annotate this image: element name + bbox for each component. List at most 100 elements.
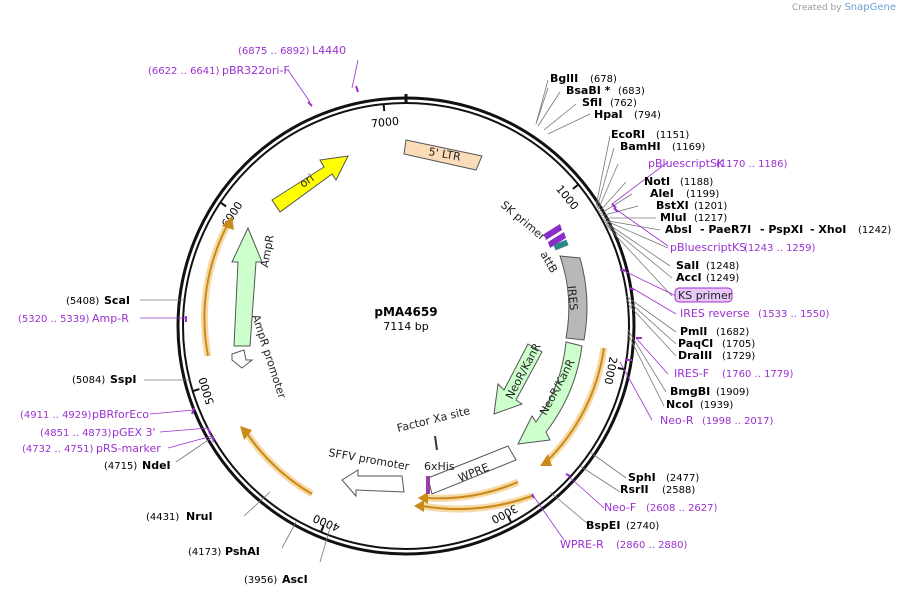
site-bstxi[interactable]: BstXI — [656, 199, 689, 212]
site-nrui-pos: (4431) — [146, 512, 179, 523]
tick-label-1000: 1000 — [553, 183, 581, 213]
site-alei-pos: (1199) — [686, 189, 719, 200]
feature-neor-2[interactable] — [517, 341, 583, 445]
site-nrui[interactable]: NruI — [186, 510, 213, 523]
tick-mark-6000 — [219, 201, 227, 208]
feature-5-ltr[interactable] — [403, 139, 483, 171]
snapgene-credit: Created by SnapGene — [792, 2, 896, 13]
site-pspxi[interactable]: - PspXI — [760, 223, 803, 236]
orf-arrow-5 — [200, 222, 232, 357]
primer-prs-marker[interactable]: pRS-marker — [96, 442, 161, 455]
primer-leader-lines — [140, 59, 677, 541]
site-acci[interactable]: AccI — [676, 271, 702, 284]
site-sfii-pos: (762) — [610, 98, 637, 109]
snapgene-logo: SnapGene — [844, 2, 896, 13]
site-ncoi-pos: (1939) — [700, 400, 733, 411]
site-bspei-pos: (2740) — [626, 521, 659, 532]
feature-ires[interactable] — [559, 255, 588, 341]
site-scai-pos: (5408) — [66, 296, 99, 307]
feature-ori[interactable] — [271, 155, 349, 213]
feature-factor-xa[interactable] — [434, 435, 438, 451]
site-mlui-pos: (1217) — [694, 213, 727, 224]
orf-arrow-5-head — [222, 216, 234, 230]
site-pmli[interactable]: PmlI — [680, 325, 707, 338]
site-bamhi[interactable]: BamHI — [620, 140, 661, 153]
tick-mark-7000 — [382, 104, 386, 112]
site-bmgbi[interactable]: BmgBI — [670, 385, 710, 398]
site-hpai[interactable]: HpaI — [594, 108, 623, 121]
site-rsrii[interactable]: RsrII — [620, 483, 649, 496]
feature-ampr[interactable] — [231, 226, 263, 347]
primer-pbluescriptks[interactable]: pBluescriptKS — [670, 241, 746, 254]
site-bsabi[interactable]: BsaBI * — [566, 84, 611, 97]
site-paqci[interactable]: PaqCI — [678, 337, 713, 350]
primer-ires-reverse[interactable]: IRES reverse — [680, 307, 750, 320]
site-draiii-pos: (1729) — [722, 351, 755, 362]
feature-sk-primer-2[interactable] — [548, 232, 566, 248]
primer-pgex3[interactable]: pGEX 3' — [112, 426, 156, 439]
site-ecori[interactable]: EcoRI — [611, 128, 645, 141]
site-sspi-pos: (5084) — [72, 375, 105, 386]
site-bstxi-pos: (1201) — [694, 201, 727, 212]
site-sfii[interactable]: SfiI — [582, 96, 602, 109]
site-sali[interactable]: SalI — [676, 259, 699, 272]
primer-neo-r[interactable]: Neo-R — [660, 414, 694, 427]
site-bspei[interactable]: BspEI — [586, 519, 620, 532]
site-mlui[interactable]: MluI — [660, 211, 687, 224]
primer-ks-box[interactable] — [674, 287, 733, 303]
site-noti-pos: (1188) — [680, 177, 713, 188]
site-asci[interactable]: AscI — [282, 573, 308, 586]
site-bamhi-pos: (1169) — [672, 142, 705, 153]
site-paer7i[interactable]: - PaeR7I — [700, 223, 751, 236]
feature-sk-primer[interactable] — [544, 224, 562, 240]
feature-ampr-promoter-label: AmpR promoter — [249, 313, 289, 401]
site-scai[interactable]: ScaI — [104, 294, 130, 307]
primer-pbr322ori-f[interactable]: pBR322ori-F — [222, 64, 290, 77]
primer-ires-f[interactable]: IRES-F — [674, 367, 709, 380]
primer-pbluescriptks-pos: (1243 .. 1259) — [744, 243, 816, 254]
primer-pbrforeco[interactable]: pBRforEco — [92, 408, 149, 421]
primer-amp-r-pos: (5320 .. 5339) — [18, 314, 90, 325]
site-sali-pos: (1248) — [706, 261, 739, 272]
site-pshai[interactable]: PshAI — [225, 545, 260, 558]
primer-neo-r-pos: (1998 .. 2017) — [702, 416, 774, 427]
site-xhoi[interactable]: - XhoI — [810, 223, 846, 236]
site-acci-pos: (1249) — [706, 273, 739, 284]
feature-attb[interactable] — [553, 239, 569, 251]
site-sphi[interactable]: SphI — [628, 471, 656, 484]
site-absi[interactable]: AbsI — [665, 223, 692, 236]
site-pmli-pos: (1682) — [716, 327, 749, 338]
site-pshai-pos: (4173) — [188, 547, 221, 558]
primer-neo-f[interactable]: Neo-F — [604, 501, 636, 514]
site-ndei[interactable]: NdeI — [142, 459, 171, 472]
primer-amp-r[interactable]: Amp-R — [92, 312, 129, 325]
feature-neor-1[interactable] — [493, 343, 543, 415]
plasmid-name: pMA4659 — [374, 305, 437, 319]
site-rsrii-pos: (2588) — [662, 485, 695, 496]
feature-ampr-promoter[interactable] — [231, 349, 254, 369]
site-bglii[interactable]: BglII — [550, 72, 578, 85]
orf-arrow-4-core — [245, 431, 313, 495]
feature-6xhis[interactable] — [426, 476, 430, 494]
leader-lines — [140, 79, 677, 563]
feature-wpre[interactable] — [427, 445, 517, 495]
site-draiii[interactable]: DraIII — [678, 349, 712, 362]
tick-label-2000: 2000 — [601, 356, 619, 386]
site-ncoi[interactable]: NcoI — [666, 398, 693, 411]
left-primers: (6875 .. 6892) L4440 (6622 .. 6641) pBR3… — [18, 44, 346, 455]
primer-pbluescriptsk[interactable]: pBluescriptSK — [648, 157, 725, 170]
site-sspi[interactable]: SspI — [110, 373, 136, 386]
primer-pbluescriptsk-pos: (1170 .. 1186) — [716, 159, 788, 170]
primer-marks — [185, 85, 642, 499]
site-alei[interactable]: AleI — [650, 187, 674, 200]
primer-wpre-r[interactable]: WPRE-R — [560, 538, 604, 551]
site-noti[interactable]: NotI — [644, 175, 670, 188]
tick-mark-1000 — [572, 183, 579, 190]
tick-mark-3000 — [507, 515, 513, 524]
primer-ks[interactable]: KS primer — [678, 289, 733, 302]
tick-label-7000: 7000 — [370, 115, 399, 131]
site-xhoi-pos: (1242) — [858, 225, 891, 236]
feature-sffv-promoter[interactable] — [341, 469, 405, 498]
primer-l4440[interactable]: L4440 — [312, 44, 346, 57]
